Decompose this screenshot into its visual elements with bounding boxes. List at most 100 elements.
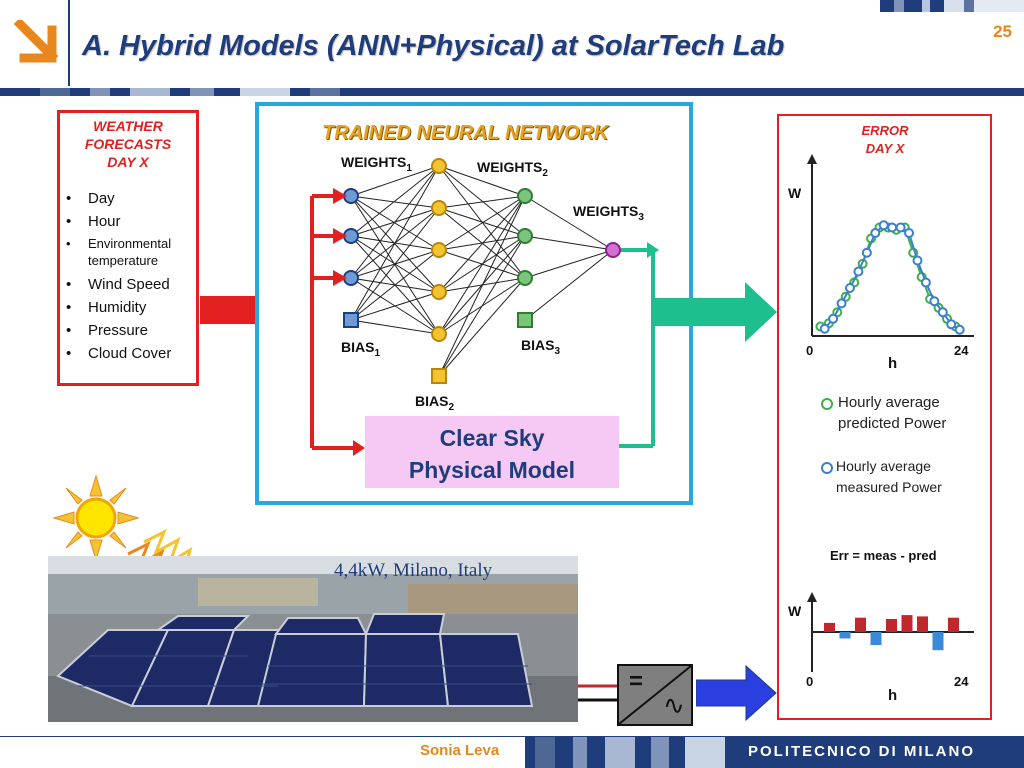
weights3-label: WEIGHTS3: [573, 203, 644, 223]
weather-box-title: WEATHER FORECASTS DAY X: [84, 118, 172, 170]
y-axis-arrow: [807, 592, 817, 602]
arrowhead: [647, 242, 659, 258]
error-bar: [901, 615, 913, 632]
error-bar: [855, 617, 866, 632]
weights1-label: WEIGHTS1: [341, 154, 412, 174]
bias3-label: BIAS3: [521, 337, 560, 357]
error-bar: [870, 632, 882, 645]
measured-point: [887, 222, 898, 233]
list-item: •Cloud Cover: [66, 345, 172, 362]
author-name: Sonia Leva: [420, 742, 500, 759]
measured-point: [904, 228, 915, 238]
legend-green-circle-icon: [821, 398, 833, 410]
bias1-node: [343, 312, 359, 328]
hidden-neuron: [431, 242, 447, 258]
hidden-neuron: [431, 284, 447, 300]
error-bar: [932, 632, 944, 651]
list-item: •Wind Speed: [66, 276, 170, 293]
inverter-box: = ∿: [617, 664, 693, 726]
list-item: •Hour: [66, 213, 121, 230]
measured-point: [929, 296, 940, 307]
bias1-label: BIAS1: [341, 339, 380, 359]
clear-sky-line1: Clear Sky: [439, 425, 545, 451]
green-output-connectors: [619, 248, 655, 448]
measured-point: [937, 307, 948, 318]
header-stripe-pattern: [880, 0, 1024, 12]
x-end-label: 24: [954, 674, 969, 689]
measured-point: [819, 323, 830, 334]
dc-symbol: =: [629, 668, 644, 695]
error-bar: [824, 622, 835, 632]
pv-plant-photo: [48, 556, 578, 722]
y-axis-arrow: [807, 154, 817, 164]
error-bar: [886, 619, 897, 632]
measured-point: [861, 247, 872, 258]
neural-network-diagram: WEIGHTS1 WEIGHTS2 WEIGHTS3 BIAS1 BIAS2 B…: [310, 154, 659, 456]
measured-point: [853, 266, 864, 277]
hidden2-neuron: [517, 188, 533, 204]
error-bar: [839, 632, 851, 639]
x-axis-label: h: [888, 687, 897, 704]
error-bar: [948, 617, 959, 632]
bias2-node: [431, 368, 447, 384]
x-end-label: 24: [954, 343, 969, 358]
header-band-pattern: [40, 88, 340, 96]
weather-forecasts-box: WEATHER FORECASTS DAY X •Day •Hour •Envi…: [57, 110, 199, 386]
hidden-neuron: [431, 200, 447, 216]
hidden2-neuron: [517, 270, 533, 286]
measured-point: [895, 222, 906, 233]
y-axis-label: W: [788, 603, 802, 619]
clear-sky-line2: Physical Model: [408, 457, 576, 483]
list-item: •Environmental temperature: [66, 236, 172, 268]
ac-symbol: ∿: [663, 690, 685, 720]
footer-stripe-pattern: [535, 737, 725, 768]
measured-point: [912, 255, 923, 266]
measured-point: [946, 319, 957, 330]
clear-sky-model-box: Clear Sky Physical Model: [365, 416, 619, 488]
y-axis-label: W: [788, 185, 802, 201]
bias3-node: [517, 312, 533, 328]
list-item: •Pressure: [66, 322, 149, 339]
inverter-diagonal: [619, 666, 691, 724]
measured-point: [828, 313, 839, 324]
measured-point: [954, 324, 965, 335]
arrowhead: [333, 228, 347, 244]
red-input-connectors: [310, 194, 355, 450]
weights2-label: WEIGHTS2: [477, 159, 548, 179]
institution-name: POLITECNICO DI MILANO: [748, 743, 975, 760]
bias2-label: BIAS2: [415, 393, 454, 413]
polimi-arrow-logo: [14, 20, 58, 63]
measured-point: [878, 220, 889, 231]
x-start-label: 0: [806, 343, 813, 358]
header-divider: [68, 0, 70, 86]
hidden2-neuron: [517, 228, 533, 244]
error-bar-chart: W 0 24 h: [788, 592, 974, 704]
power-scatter-chart: W 0 24 h: [788, 154, 974, 370]
arrowhead: [333, 188, 347, 204]
arrowhead: [353, 440, 365, 456]
x-axis-label: h: [888, 355, 897, 370]
measured-point: [920, 277, 931, 288]
error-formula: Err = meas - pred: [830, 548, 937, 563]
hidden-neuron: [431, 326, 447, 342]
list-item: •Humidity: [66, 299, 147, 316]
blue-output-arrow: [696, 664, 777, 722]
inverter-cables: [578, 684, 618, 702]
output-neuron: [605, 242, 621, 258]
measured-point: [844, 283, 855, 293]
measured-point: [836, 298, 847, 309]
hidden-neuron: [431, 158, 447, 174]
sun-icon: [52, 474, 140, 562]
green-output-arrow: [655, 282, 777, 342]
list-item: •Day: [66, 190, 115, 207]
header-band: [0, 88, 1024, 96]
legend-blue-circle-icon: [821, 462, 833, 474]
slide-number: 25: [993, 22, 1012, 41]
plant-caption: 4,4kW, Milano, Italy: [334, 560, 493, 581]
arrowhead: [333, 270, 347, 286]
x-start-label: 0: [806, 674, 813, 689]
footer-line: [0, 736, 1024, 737]
